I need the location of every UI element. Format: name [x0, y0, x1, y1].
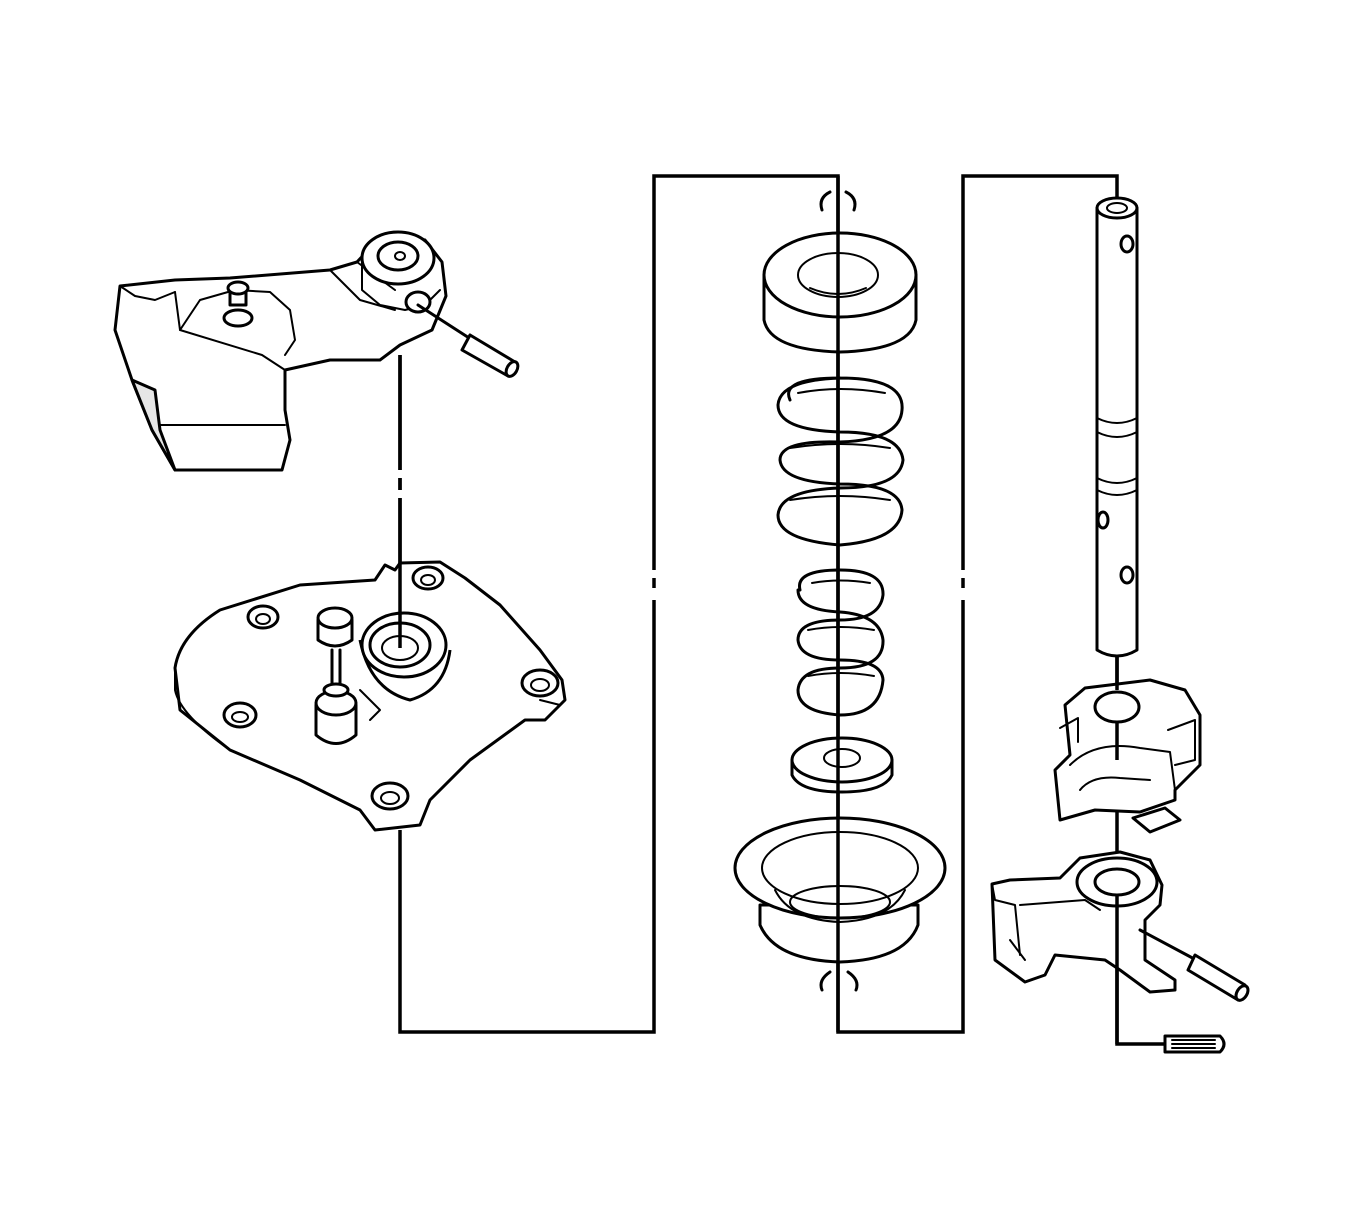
spring-seat-upper	[762, 231, 918, 354]
outer-spring	[776, 376, 905, 547]
washer	[790, 736, 894, 794]
cover-plate	[173, 560, 567, 832]
spring-cup	[733, 816, 947, 964]
shift-interlock	[1053, 678, 1202, 834]
lever-roll-pin	[416, 303, 520, 378]
shaft-end-pin	[1163, 1034, 1226, 1054]
shift-finger	[990, 850, 1177, 994]
lower-snap-ring	[819, 970, 859, 992]
finger-roll-pin	[1138, 928, 1250, 1002]
shift-shaft	[1095, 196, 1139, 658]
shift-lever-arm	[113, 230, 448, 472]
inner-spring	[796, 568, 885, 717]
upper-snap-ring	[819, 190, 857, 212]
detent-plunger	[314, 606, 358, 745]
